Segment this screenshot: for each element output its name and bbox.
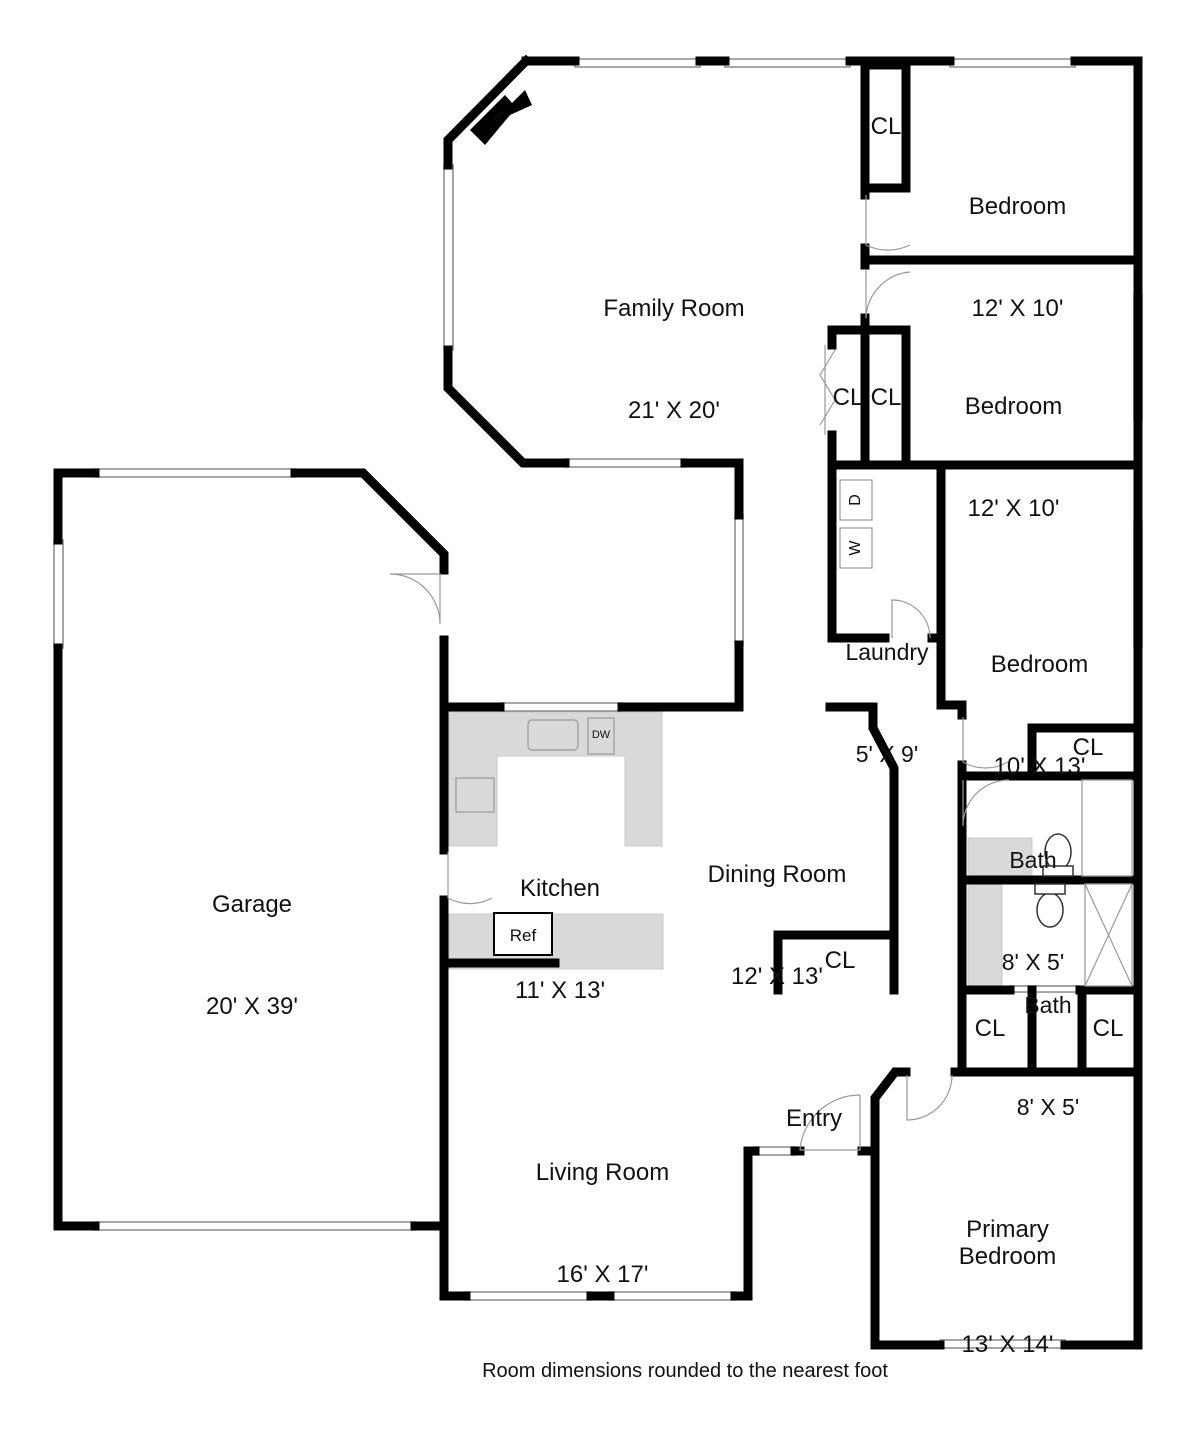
- bedroom-2-label: Bedroom 12' X 10': [926, 322, 1101, 560]
- room-name: Bath: [1009, 847, 1057, 873]
- washer-label: W: [847, 540, 864, 556]
- room-name: Bedroom: [964, 393, 1063, 420]
- room-name: Kitchen: [519, 875, 601, 902]
- living-room-label: Living Room 16' X 17': [505, 1088, 700, 1326]
- toilet-icons: [1034, 833, 1074, 928]
- room-name: Bedroom: [968, 193, 1067, 220]
- dishwasher-label: DW: [591, 729, 611, 741]
- room-name: Bedroom: [990, 651, 1089, 678]
- room-dims: 12' X 10': [967, 495, 1060, 522]
- walls: [53, 54, 1143, 1350]
- garage-label: Garage 20' X 39': [162, 820, 342, 1058]
- room-dims: 8' X 5': [1016, 1094, 1080, 1120]
- room-name: Dining Room: [707, 861, 847, 888]
- laundry-label: Laundry 5' X 9': [832, 567, 942, 805]
- primary-bedroom-label: Primary Bedroom 13' X 14': [915, 1162, 1100, 1385]
- closet-label: CL: [1092, 1015, 1124, 1042]
- dryer-label: D: [847, 494, 864, 506]
- closet-label: CL: [870, 113, 902, 140]
- room-dims: 12' X 10': [971, 295, 1064, 322]
- closet-label: CL: [974, 1015, 1006, 1042]
- room-name: Garage: [211, 891, 293, 918]
- room-name: Living Room: [535, 1159, 670, 1186]
- room-dims: 20' X 39': [206, 993, 298, 1020]
- refrigerator-text: Ref: [509, 926, 537, 945]
- room-name: Laundry: [845, 639, 929, 665]
- room-dims: 10' X 13': [993, 753, 1086, 780]
- room-name: Primary Bedroom: [958, 1216, 1057, 1270]
- closet-label: CL: [1072, 734, 1104, 761]
- bedroom-3-label: Bedroom 10' X 13': [952, 580, 1127, 818]
- closet-label: CL: [824, 947, 856, 974]
- room-name: Entry: [785, 1105, 842, 1132]
- kitchen-counters: [448, 711, 1033, 990]
- kitchen-label: Kitchen 11' X 13': [490, 804, 630, 1042]
- refrigerator-label: Ref: [493, 912, 553, 956]
- room-dims: 16' X 17': [556, 1261, 649, 1288]
- room-name: Family Room: [603, 295, 745, 322]
- closet-label: CL: [870, 384, 902, 411]
- door-swings: [389, 195, 1133, 1151]
- room-dims: 21' X 20': [628, 397, 720, 424]
- room-dims: 8' X 5': [1001, 949, 1065, 975]
- room-dims: 12' X 13': [731, 963, 823, 990]
- family-room-label: Family Room 21' X 20': [574, 224, 774, 462]
- room-name: Bath: [1024, 992, 1072, 1018]
- room-dims: 11' X 13': [514, 977, 606, 1004]
- room-dims: 5' X 9': [855, 741, 919, 767]
- room-dims: 13' X 14': [961, 1331, 1054, 1358]
- entry-label: Entry: [764, 1034, 864, 1170]
- dining-room-label: Dining Room 12' X 13': [682, 790, 872, 1028]
- closet-label: CL: [832, 384, 864, 411]
- fireplace-icon: [470, 90, 532, 145]
- bedroom-1-label: Bedroom 12' X 10': [930, 122, 1105, 360]
- bath-2-label: Bath 8' X 5': [998, 920, 1098, 1158]
- footnote: Room dimensions rounded to the nearest f…: [482, 1360, 888, 1382]
- bath-1-label: Bath 8' X 5': [983, 775, 1083, 1013]
